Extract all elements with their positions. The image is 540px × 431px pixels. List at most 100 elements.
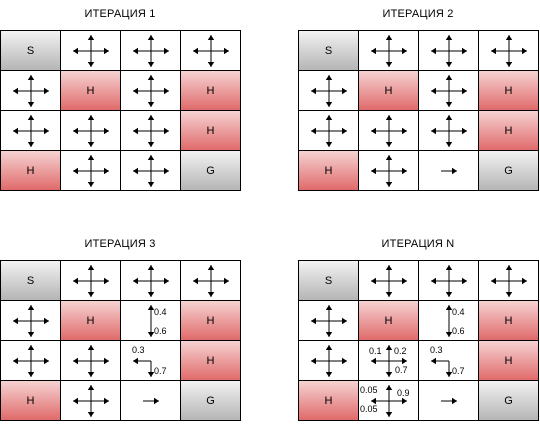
policy-cell [298,300,358,340]
arrow-left-icon [73,127,91,135]
policy-cell [478,260,538,300]
arrow-left-icon [13,127,31,135]
hole-cell: H [60,300,120,340]
arrow-up-icon [445,75,453,91]
arrow-up-icon [87,35,95,51]
arrow-left-icon [133,47,151,55]
policy-cell [298,110,358,150]
arrow-up-icon [27,345,35,361]
arrow-left-icon [311,87,329,95]
probability-label: 0.6 [154,326,167,336]
policy-cell [0,70,60,110]
policy-arrows [133,155,169,187]
arrow-down-icon [27,91,35,107]
arrow-down-icon [445,131,453,147]
arrow-down-icon [445,281,453,297]
hole-cell: H [478,70,538,110]
arrow-up-icon [445,305,453,321]
hole-label: H [26,164,35,177]
arrow-left-icon [133,127,151,135]
arrow-up-icon [385,385,393,401]
hole-label: H [384,314,393,327]
arrow-right-icon [449,47,467,55]
arrow-left-icon [133,87,151,95]
arrow-left-icon [13,317,31,325]
policy-cell [120,260,180,300]
arrow-left-icon [311,357,329,365]
policy-arrows [193,35,229,67]
arrow-right-icon [509,47,527,55]
arrow-down-icon [385,361,393,377]
policy-arrows [431,75,467,107]
arrow-left-icon [431,277,449,285]
goal-label: G [504,164,513,177]
arrow-down-icon [27,131,35,147]
arrow-down-icon [385,131,393,147]
policy-cell [120,150,180,190]
panel-title: ИТЕРАЦИЯ 1 [84,8,156,20]
hole-label: H [504,314,513,327]
arrow-right-icon [329,317,347,325]
arrow-down-icon [385,281,393,297]
arrow-up-icon [385,155,393,171]
policy-arrows [73,115,109,147]
policy-cell [418,110,478,150]
arrow-right-icon [389,127,407,135]
arrow-up-icon [27,75,35,91]
hole-label: H [206,84,215,97]
start-cell: S [298,260,358,300]
probability-label: 0.2 [394,346,407,356]
hole-cell: H [478,300,538,340]
policy-arrows [193,265,229,297]
arrow-up-icon [385,115,393,131]
hole-cell: H [358,70,418,110]
hole-cell: H [180,110,240,150]
policy-arrows [133,35,169,67]
panel-title: ИТЕРАЦИЯ N [381,238,455,250]
arrow-up-icon [385,345,393,361]
goal-cell: G [180,150,240,190]
arrow-left-icon [311,127,329,135]
policy-arrows [13,75,49,107]
hole-cell: H [60,70,120,110]
hole-label: H [86,314,95,327]
policy-arrows [311,305,347,337]
goal-label: G [206,164,215,177]
arrow-right-icon [389,397,407,405]
arrow-down-icon [87,361,95,377]
policy-arrows [431,265,467,297]
arrow-right-icon [151,47,169,55]
policy-arrows [371,155,407,187]
arrow-down-icon [445,51,453,67]
arrow-right-icon [389,277,407,285]
policy-arrows [371,385,407,417]
policy-cell [180,30,240,70]
policy-cell [0,300,60,340]
hole-label: H [206,354,215,367]
arrow-right-icon [31,317,49,325]
arrow-up-icon [445,35,453,51]
policy-cell [298,340,358,380]
probability-label: 0.9 [397,388,410,398]
arrow-left-icon [371,277,389,285]
arrow-up-icon [147,265,155,281]
policy-cell [120,380,180,420]
arrow-up-icon [87,115,95,131]
hole-cell: H [180,340,240,380]
arrow-right-icon [31,127,49,135]
hole-label: H [324,164,333,177]
policy-cell [60,30,120,70]
arrow-left-icon [371,167,389,175]
policy-cell [180,260,240,300]
arrow-right-icon [441,397,457,405]
policy-arrows [311,75,347,107]
probability-label: 0.7 [154,366,167,376]
policy-arrows [431,35,467,67]
arrow-down-icon [325,361,333,377]
arrow-left-icon [491,277,509,285]
hole-label: H [206,124,215,137]
policy-arrows [13,115,49,147]
hole-label: H [86,84,95,97]
